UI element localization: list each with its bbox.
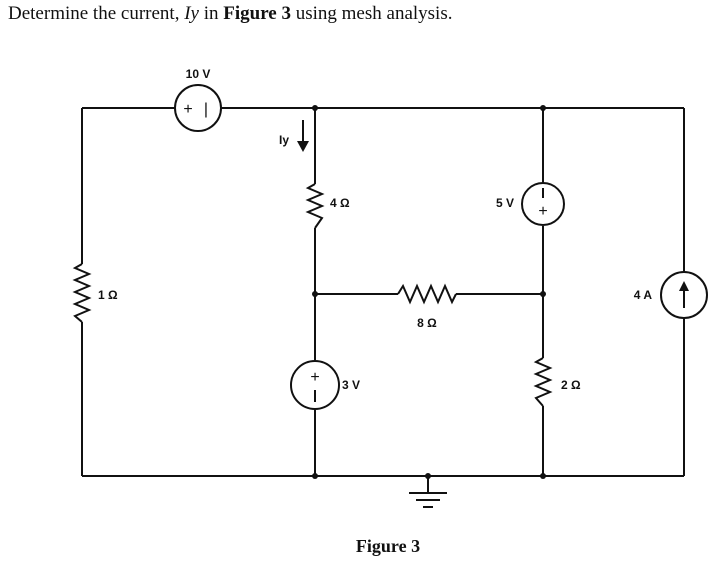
question-variable: Iy: [184, 3, 199, 24]
resistor-2ohm: [533, 357, 553, 407]
node-bottom-mid: [312, 473, 318, 479]
source-10v-minus: |: [204, 101, 208, 118]
arrow-up-icon: [679, 281, 689, 291]
wires: [81, 107, 685, 493]
arrow-down-icon: [297, 120, 309, 152]
node-top-right: [540, 105, 546, 111]
question-middle: in: [198, 3, 224, 24]
current-source-4a: [660, 271, 708, 319]
label-4a: 4 A: [634, 288, 653, 302]
node-mid-right: [540, 291, 546, 297]
resistor-8ohm: [397, 283, 457, 305]
figure-caption: Figure 3: [356, 536, 420, 556]
label-iy: Iy: [279, 133, 289, 147]
label-2ohm: 2 Ω: [561, 378, 581, 392]
node-top-mid: [312, 105, 318, 111]
source-10v-plus: +: [183, 101, 192, 118]
question-prefix: Determine the current,: [8, 3, 185, 24]
label-10v: 10 V: [186, 67, 211, 81]
question-suffix: using mesh analysis.: [290, 3, 453, 24]
ground-icon: [409, 492, 447, 508]
voltage-source-3v: +: [290, 360, 340, 410]
source-5v-plus: +: [538, 203, 547, 220]
question-text: Determine the current, Iy in Figure 3 us…: [8, 3, 452, 25]
label-3v: 3 V: [342, 378, 360, 392]
label-4ohm: 4 Ω: [330, 196, 350, 210]
label-1ohm: 1 Ω: [98, 288, 118, 302]
node-bottom-right: [540, 473, 546, 479]
node-bottom-ground: [425, 473, 431, 479]
voltage-source-5v: +: [521, 182, 565, 226]
nodes: [312, 105, 546, 479]
node-mid-left: [312, 291, 318, 297]
resistor-1ohm: [72, 263, 92, 323]
source-3v-plus: +: [310, 369, 319, 386]
label-5v: 5 V: [496, 196, 514, 210]
voltage-source-10v: + |: [174, 84, 222, 132]
label-8ohm: 8 Ω: [417, 316, 437, 330]
question-figure-ref: Figure 3: [223, 3, 291, 24]
resistor-4ohm: [305, 183, 325, 229]
